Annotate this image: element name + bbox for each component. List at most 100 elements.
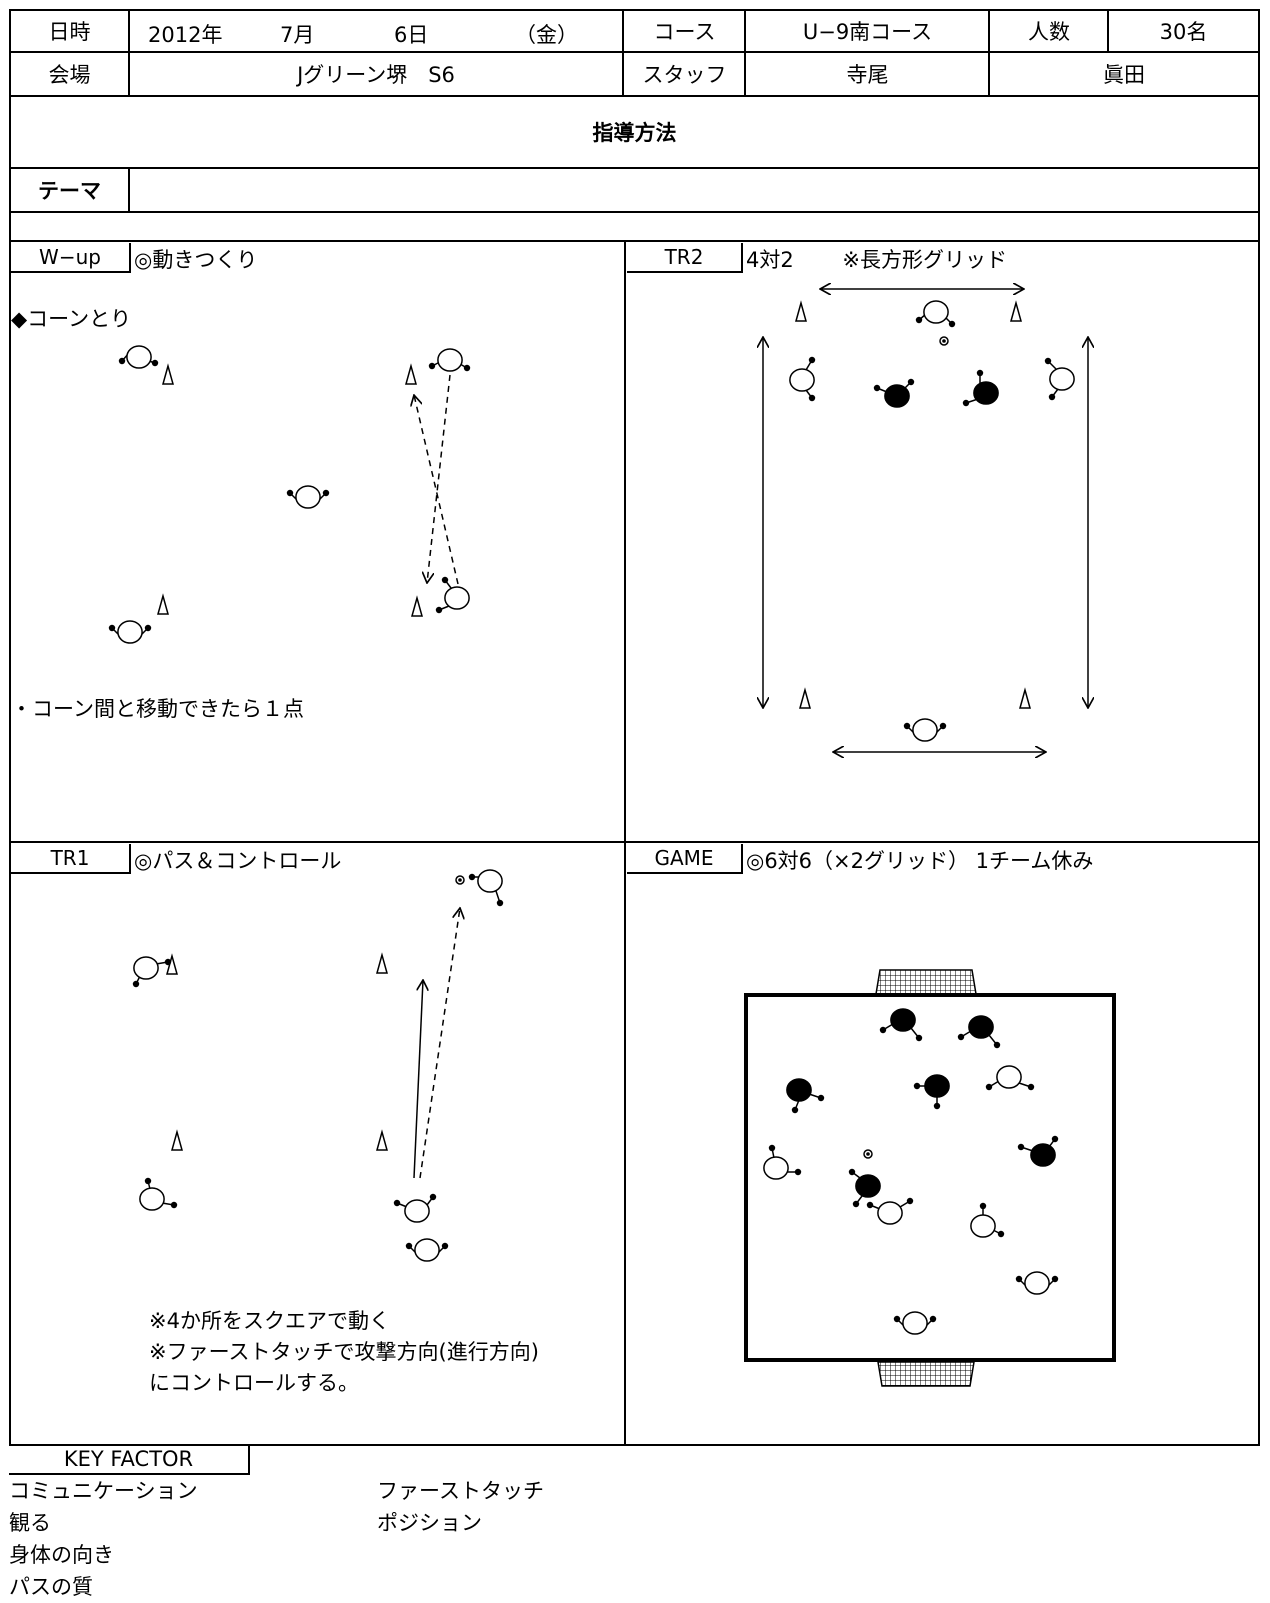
player-dot <box>428 362 436 370</box>
player-dot <box>848 1168 856 1176</box>
theme-label-text: テーマ <box>38 178 101 203</box>
player-body <box>912 718 938 742</box>
player-icon <box>1015 1271 1059 1295</box>
date-label: 日時 <box>9 9 130 53</box>
player-icon <box>970 1202 1005 1238</box>
player-body <box>133 956 159 980</box>
player-dot <box>997 1230 1005 1238</box>
ball-icon <box>866 1152 870 1156</box>
player-dot <box>907 378 915 386</box>
player-body <box>414 1238 440 1262</box>
player-dot <box>873 384 881 392</box>
day-text: 6日 <box>394 23 429 47</box>
player-dot <box>948 320 956 328</box>
tr1-note-1: ※4か所をスクエアで動く <box>149 1309 390 1333</box>
player-icon <box>913 1074 950 1110</box>
key-factor-item: 身体の向き <box>9 1543 114 1567</box>
key-factor-item: ポジション <box>377 1511 482 1535</box>
cone-icon <box>162 363 174 385</box>
tr2-tag-text: TR2 <box>664 245 704 269</box>
method-title-text: 指導方法 <box>592 120 677 145</box>
theme-value <box>129 168 1260 213</box>
player-body <box>855 1174 881 1198</box>
staff-label-text: スタッフ <box>642 62 727 87</box>
course-label-text: コース <box>653 20 716 44</box>
tr1-tag: TR1 <box>11 844 131 874</box>
player-body <box>1030 1143 1056 1167</box>
player-body <box>877 1201 903 1225</box>
tr1-tag-text: TR1 <box>50 846 90 870</box>
tr1-title: ◎パス＆コントロール <box>134 849 342 873</box>
player-dot <box>768 1144 776 1152</box>
game-tag: GAME <box>627 844 743 874</box>
wup-title: ◎動きつくり <box>134 248 258 272</box>
venue-label: 会場 <box>9 52 130 97</box>
game-title: ◎6対6（×2グリッド） 1チーム休み <box>746 849 1094 873</box>
player-icon <box>118 345 159 369</box>
player-body <box>902 1311 928 1335</box>
venue-label-text: 会場 <box>48 62 91 87</box>
player-body <box>789 368 815 392</box>
player-dot <box>808 356 816 364</box>
player-dot <box>962 399 970 407</box>
player-body <box>970 1214 996 1238</box>
player-icon <box>903 718 947 742</box>
ball-icon <box>458 878 462 882</box>
player-dot <box>1051 1275 1059 1283</box>
player-icon <box>985 1065 1035 1091</box>
player-icon <box>286 485 330 509</box>
cone-icon <box>405 363 417 385</box>
player-body <box>437 348 463 372</box>
player-dot <box>463 364 471 372</box>
player-dot <box>1015 1275 1023 1283</box>
player-dot <box>794 1168 802 1176</box>
player-dot <box>879 1026 887 1034</box>
player-icon <box>405 1238 449 1262</box>
count-label: 人数 <box>988 9 1108 53</box>
player-dot <box>164 958 172 966</box>
player-dot <box>1044 357 1052 365</box>
method-title: 指導方法 <box>9 96 1260 169</box>
player-icon <box>435 576 470 614</box>
course-label: コース <box>622 9 745 53</box>
pass-arrow <box>414 395 459 585</box>
player-dot <box>852 1200 860 1208</box>
player-dot <box>893 1315 901 1323</box>
player-icon <box>866 1197 914 1225</box>
theme-label: テーマ <box>9 168 130 213</box>
cone-icon <box>795 300 807 322</box>
player-icon <box>873 378 915 408</box>
key-factor-tag-text: KEY FACTOR <box>63 1447 194 1471</box>
player-body <box>295 485 321 509</box>
venue-value: Jグリーン堺 S6 <box>129 52 623 97</box>
player-dot <box>979 1202 987 1210</box>
player-icon <box>1044 357 1075 401</box>
player-dot <box>441 1242 449 1250</box>
player-body <box>996 1065 1022 1089</box>
cone-icon <box>411 595 423 617</box>
player-dot <box>170 1201 178 1209</box>
player-dot <box>929 1315 937 1323</box>
player-dot <box>913 1082 921 1090</box>
goal-bottom-icon <box>877 1361 975 1387</box>
player-dot <box>441 576 449 584</box>
wup-tag-text: W−up <box>39 245 101 269</box>
player-icon <box>468 869 504 907</box>
player-dot <box>1051 1135 1059 1143</box>
players-layer <box>108 300 1075 1335</box>
player-icon <box>1017 1135 1059 1167</box>
player-dot <box>118 357 126 365</box>
player-body <box>890 1008 916 1032</box>
cone-icon <box>1019 687 1031 709</box>
staff-2: 眞田 <box>988 52 1260 97</box>
player-dot <box>108 624 116 632</box>
staff-label: スタッフ <box>622 52 745 97</box>
key-factor-tag: KEY FACTOR <box>9 1445 250 1475</box>
player-icon <box>393 1193 437 1223</box>
run-arrow <box>413 980 423 1179</box>
goal-top-icon <box>875 969 977 995</box>
player-dot <box>915 316 923 324</box>
player-dot <box>393 1199 401 1207</box>
player-dot <box>496 899 504 907</box>
player-icon <box>108 620 152 644</box>
